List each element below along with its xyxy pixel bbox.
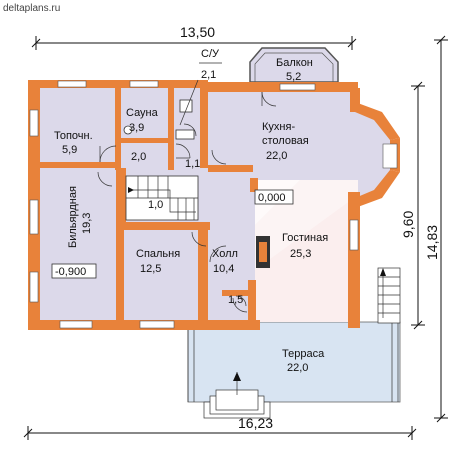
- wc-name: С/У: [201, 48, 220, 60]
- sauna-name: Сауна: [126, 107, 159, 119]
- wc-pointer: [179, 79, 199, 126]
- bedroom-area: 12,5: [140, 263, 161, 275]
- level-mark-main-box: [254, 189, 294, 205]
- doors: [97, 91, 277, 313]
- sauna-area: 3,9: [129, 122, 144, 134]
- wc-area: 2,1: [201, 69, 216, 81]
- bedroom-name: Спальня: [136, 248, 180, 260]
- kitchen-name-line1: Кухня-: [262, 121, 295, 133]
- kitchen-area: 22,0: [266, 150, 287, 162]
- site-watermark: deltaplans.ru: [3, 3, 60, 14]
- hall-name: Холл: [212, 248, 238, 260]
- fireplace: [256, 236, 270, 268]
- small-area-4: 1,5: [228, 294, 243, 306]
- balcony-name: Балкон: [276, 57, 313, 69]
- right-dimension-inner-label: 9,60: [400, 211, 416, 238]
- terrace: Терраса 22,0: [187, 267, 401, 419]
- furnace-name: Топочн.: [54, 130, 93, 142]
- terrace-side-steps: [377, 267, 401, 324]
- small-area-3: 1,0: [148, 199, 163, 211]
- balcony-area: 5,2: [286, 71, 301, 83]
- living-area: 25,3: [290, 248, 311, 260]
- level-mark-billiard: -0,900: [55, 266, 86, 278]
- right-dimension-outer: 14,83: [424, 35, 448, 423]
- balcony: Балкон 5,2: [249, 47, 339, 83]
- room-fills: [38, 88, 393, 322]
- bottom-dimension: 16,23: [23, 415, 417, 440]
- billiard-name: Бильярдная: [67, 186, 79, 248]
- right-dimension-inner: 9,60: [400, 81, 425, 330]
- hall-area: 10,4: [213, 263, 234, 275]
- level-mark-main: 0,000: [258, 192, 286, 204]
- terrace-area: 22,0: [287, 362, 308, 374]
- billiard-area: 19,3: [81, 213, 93, 234]
- small-area-2: 1,1: [185, 158, 200, 170]
- top-dimension-label: 13,50: [180, 24, 215, 40]
- windows: [29, 80, 398, 329]
- right-dimension-outer-label: 14,83: [424, 225, 440, 260]
- staircase: [125, 175, 199, 221]
- level-mark-billiard-box: [51, 263, 97, 279]
- small-area-1: 2,0: [131, 151, 146, 163]
- terrace-front-steps: [203, 372, 271, 419]
- living-name: Гостиная: [282, 232, 328, 244]
- kitchen-name-line2: столовая: [262, 135, 309, 147]
- furnace-area: 5,9: [62, 144, 77, 156]
- bottom-dimension-label: 16,23: [238, 415, 273, 431]
- terrace-name: Терраса: [282, 348, 325, 360]
- top-dimension: 13,50: [31, 24, 357, 50]
